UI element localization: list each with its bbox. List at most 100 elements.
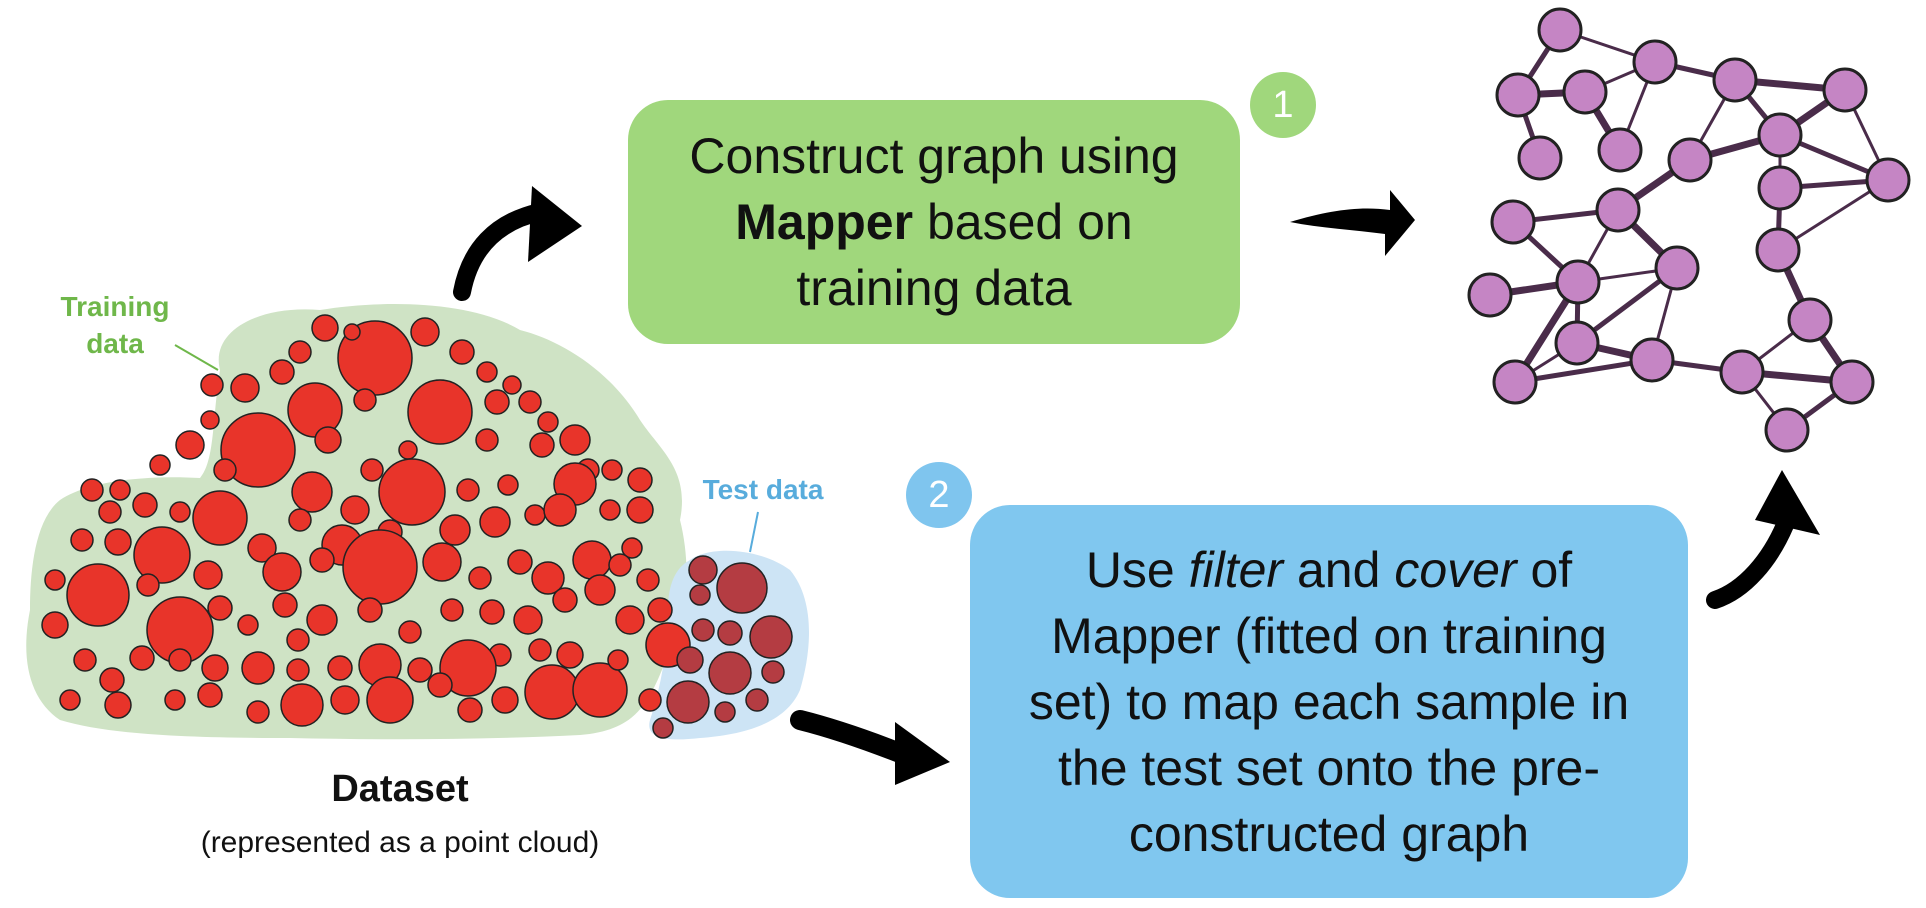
training-point — [491, 686, 519, 714]
training-point — [626, 496, 654, 524]
step-2-text: and — [1283, 541, 1395, 598]
graph-node — [1632, 39, 1678, 85]
training-point — [559, 424, 591, 456]
step-2-box: Use filter and cover of Mapper (fitted o… — [970, 505, 1688, 898]
graph-node — [1755, 227, 1801, 273]
graph-node — [1467, 272, 1513, 318]
training-point — [407, 657, 433, 683]
step-2-text: of — [1516, 541, 1573, 598]
training-point — [468, 566, 492, 590]
training-point — [507, 549, 533, 575]
graph-nodes — [1467, 7, 1911, 453]
graph-node — [1822, 67, 1868, 113]
training-point — [306, 604, 338, 636]
training-point — [241, 651, 275, 685]
training-point — [330, 685, 360, 715]
test-point — [691, 618, 715, 642]
training-point — [518, 390, 542, 414]
training-point — [353, 388, 377, 412]
test-point — [708, 651, 752, 695]
step-2-text: Use — [1085, 541, 1189, 598]
training-point — [129, 645, 155, 671]
training-point — [272, 592, 298, 618]
test-point — [666, 680, 710, 724]
test-label-leader — [749, 511, 759, 553]
training-point — [407, 379, 473, 445]
straight-arrow-icon — [1290, 190, 1415, 256]
training-point — [357, 597, 383, 623]
training-point — [621, 537, 643, 559]
training-point — [213, 458, 237, 482]
graph-node — [1787, 297, 1833, 343]
training-point — [476, 361, 498, 383]
training-point — [439, 639, 497, 697]
test-data-label: Test data — [702, 474, 824, 505]
step-1-box: Construct graph using Mapper based on tr… — [628, 100, 1240, 344]
training-label-leader — [174, 344, 219, 371]
training-point — [314, 426, 342, 454]
training-point — [286, 628, 310, 652]
test-point — [716, 562, 768, 614]
training-point — [513, 605, 543, 635]
training-point — [269, 359, 295, 385]
mapper-bold: Mapper — [735, 194, 914, 250]
graph-node — [1555, 259, 1601, 305]
training-point — [439, 514, 471, 546]
training-point — [192, 490, 248, 546]
training-point — [528, 638, 552, 662]
training-point — [280, 683, 324, 727]
training-point — [109, 479, 131, 501]
training-point — [599, 499, 621, 521]
step-2-line-4: the test set onto the pre- — [1058, 739, 1600, 796]
training-point — [133, 526, 191, 584]
training-point — [601, 459, 623, 481]
graph-node — [1595, 187, 1641, 233]
training-point — [262, 552, 302, 592]
training-points — [41, 314, 691, 727]
training-point — [479, 599, 505, 625]
training-point — [44, 569, 66, 591]
training-point — [132, 492, 158, 518]
training-point — [104, 528, 132, 556]
training-point — [572, 540, 612, 580]
graph-node — [1719, 349, 1765, 395]
training-point — [201, 654, 229, 682]
graph-node — [1554, 320, 1600, 366]
training-point — [524, 504, 546, 526]
training-point — [440, 598, 464, 622]
training-point — [288, 508, 312, 532]
training-point — [73, 648, 97, 672]
cover-italic: cover — [1394, 541, 1517, 598]
curved-arrow-icon — [790, 710, 950, 785]
graph-node — [1829, 359, 1875, 405]
training-point — [197, 682, 223, 708]
graph-node — [1757, 165, 1803, 211]
test-point — [689, 584, 711, 606]
step-1-line-1: Construct graph using — [689, 128, 1179, 184]
training-point — [342, 529, 418, 605]
training-point — [537, 411, 559, 433]
test-point — [676, 646, 704, 674]
training-point — [193, 560, 223, 590]
training-point — [572, 662, 628, 718]
graph-node — [1629, 337, 1675, 383]
training-point — [449, 339, 475, 365]
training-point — [149, 454, 171, 476]
graph-icon — [1467, 7, 1911, 453]
curved-arrow-icon — [1706, 470, 1820, 609]
training-point — [200, 373, 224, 397]
graph-node — [1654, 245, 1700, 291]
training-point — [343, 323, 361, 341]
dataset-subtitle: (represented as a point cloud) — [200, 826, 600, 859]
training-point — [168, 648, 192, 672]
training-point — [70, 528, 94, 552]
test-points — [652, 555, 793, 739]
training-point — [398, 620, 422, 644]
training-point — [288, 340, 312, 364]
training-point — [427, 672, 453, 698]
step-2-line-1: Use filter and cover of — [1086, 537, 1572, 603]
training-point — [607, 649, 629, 671]
step-1-badge: 1 — [1250, 72, 1316, 138]
training-point — [475, 428, 499, 452]
training-point — [309, 547, 335, 573]
